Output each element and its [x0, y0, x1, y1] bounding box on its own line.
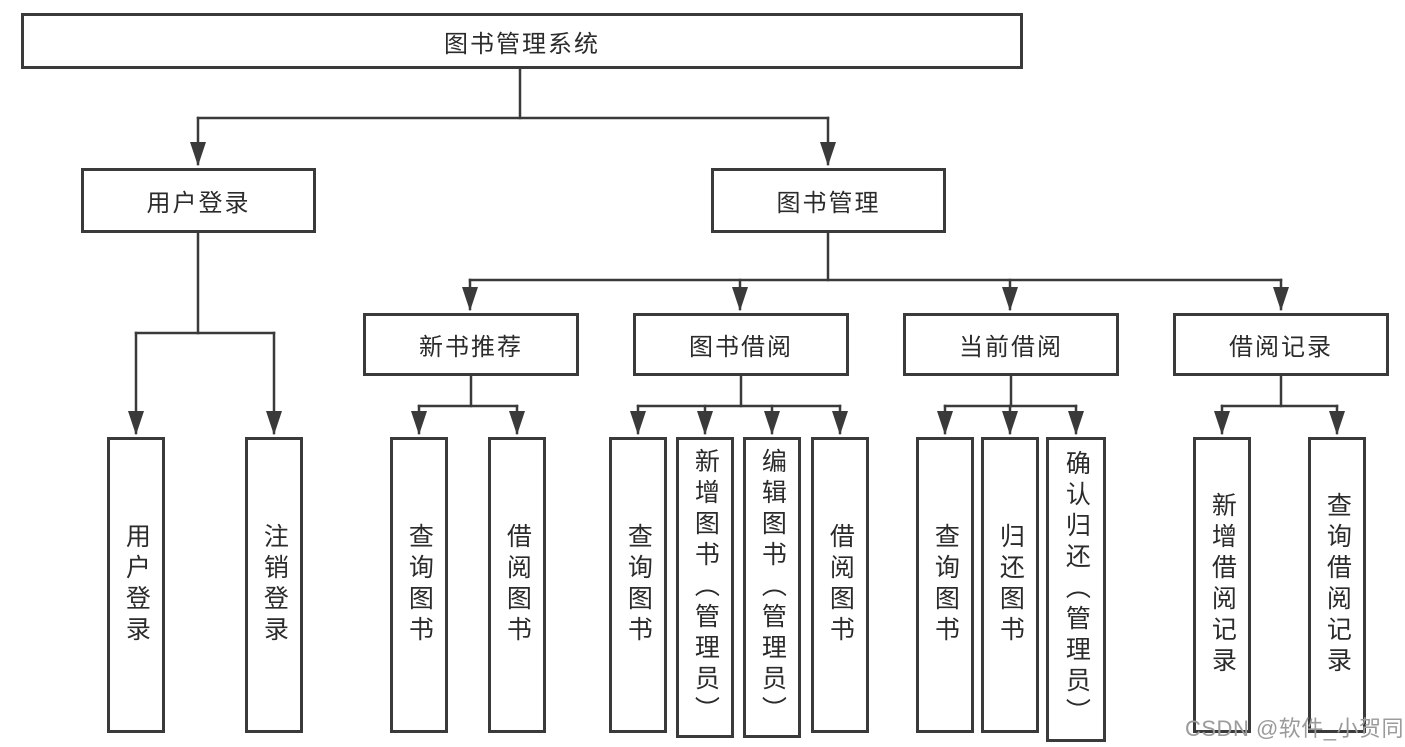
node-label: 查询图书 — [405, 523, 434, 647]
node-label: 图书管理 — [776, 190, 881, 217]
node-label: 用户登录 — [146, 190, 251, 217]
connector-group — [128, 67, 1345, 435]
node-label: 查询图书 — [931, 523, 960, 647]
node-label: 确认归还（管理员） — [1062, 450, 1091, 729]
leaf-query-books-1: 查询图书 — [390, 437, 448, 733]
leaf-borrow-books-1: 借阅图书 — [488, 437, 546, 733]
leaf-add-book-admin: 新增图书（管理员） — [676, 437, 734, 738]
csdn-watermark: CSDN @软件_小贺同学 — [1185, 716, 1405, 741]
node-label: 注销登录 — [260, 523, 289, 647]
node-label: 当前借阅 — [959, 334, 1063, 361]
node-new-book-recommend: 新书推荐 — [363, 313, 579, 376]
node-label: 图书借阅 — [689, 334, 793, 361]
leaf-confirm-return-admin: 确认归还（管理员） — [1046, 437, 1106, 742]
leaf-logout: 注销登录 — [245, 437, 303, 733]
leaf-user-login: 用户登录 — [107, 437, 165, 733]
node-label: 图书管理系统 — [444, 30, 600, 58]
node-label: 借阅图书 — [826, 523, 855, 647]
node-label: 新增借阅记录 — [1208, 492, 1237, 678]
node-label: 新增图书（管理员） — [691, 448, 720, 727]
node-book-borrow: 图书借阅 — [633, 313, 849, 376]
node-label: 借阅图书 — [503, 523, 532, 647]
node-user-login-module: 用户登录 — [81, 168, 316, 233]
node-label: 查询图书 — [624, 523, 653, 647]
node-book-management-module: 图书管理 — [711, 168, 946, 233]
node-current-borrow: 当前借阅 — [903, 313, 1119, 376]
leaf-query-books-2: 查询图书 — [609, 437, 667, 733]
leaf-query-books-3: 查询图书 — [916, 437, 974, 733]
node-borrow-record: 借阅记录 — [1173, 313, 1389, 376]
leaf-edit-book-admin: 编辑图书（管理员） — [743, 437, 801, 738]
leaf-add-borrow-record: 新增借阅记录 — [1193, 437, 1251, 733]
leaf-borrow-books-2: 借阅图书 — [811, 437, 869, 733]
node-label: 编辑图书（管理员） — [758, 448, 787, 727]
node-label: 查询借阅记录 — [1323, 492, 1352, 678]
node-library-management-system: 图书管理系统 — [21, 13, 1023, 69]
node-label: 归还图书 — [996, 523, 1025, 647]
leaf-return-book: 归还图书 — [981, 437, 1039, 733]
node-label: 用户登录 — [122, 523, 151, 647]
leaf-query-borrow-record: 查询借阅记录 — [1308, 437, 1366, 733]
node-label: 新书推荐 — [419, 334, 523, 361]
node-label: 借阅记录 — [1229, 334, 1333, 361]
